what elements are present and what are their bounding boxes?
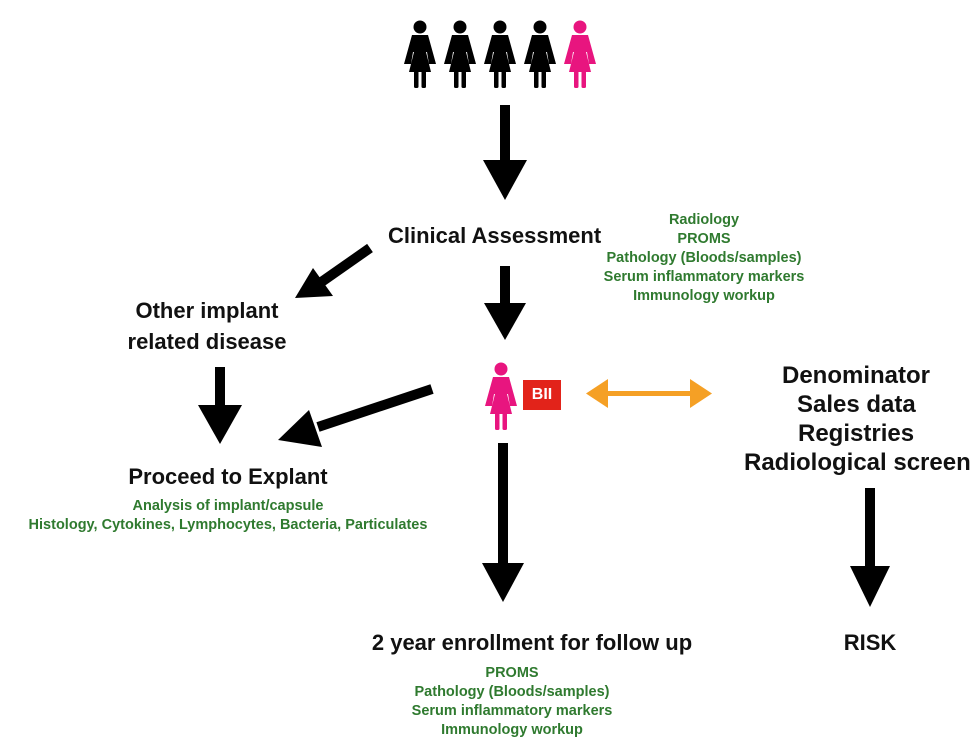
- woman-icon-highlighted: [564, 20, 596, 88]
- explant-label: Proceed to Explant: [128, 464, 328, 489]
- woman-icon: [404, 20, 436, 88]
- enrollment-item: Serum inflammatory markers: [411, 703, 613, 719]
- assessment-item: Radiology: [668, 212, 740, 228]
- explant-analysis-item: Histology, Cytokines, Lymphocytes, Bacte…: [28, 517, 428, 533]
- woman-icon: [524, 20, 556, 88]
- clinical-assessment-label: Clinical Assessment: [388, 223, 602, 248]
- enrollment-label: 2 year enrollment for follow up: [371, 630, 693, 655]
- sales-data-label: Sales data: [797, 391, 916, 418]
- denominator-label: Denominator: [782, 362, 931, 389]
- registries-label: Registries: [798, 420, 915, 447]
- enrollment-item: PROMS: [485, 665, 539, 681]
- radiological-screen-label: Radiological screen: [744, 449, 971, 476]
- enrollment-item: Pathology (Bloods/samples): [414, 684, 610, 700]
- other-implant-line2: related disease: [127, 329, 287, 354]
- population-figures: [404, 20, 596, 88]
- double-arrow-patient-denominator: [586, 379, 712, 408]
- arrow-patient-to-explant: [316, 384, 434, 432]
- risk-label: RISK: [843, 630, 897, 655]
- arrowhead-patient-to-explant: [278, 410, 322, 447]
- bii-patient-woman-icon: [485, 362, 517, 430]
- assessment-item: Pathology (Bloods/samples): [606, 250, 802, 266]
- enrollment-item: Immunology workup: [441, 722, 583, 738]
- other-implant-line1: Other implant: [135, 298, 279, 323]
- woman-icon: [444, 20, 476, 88]
- arrowhead-other-to-explant: [198, 405, 242, 444]
- arrowhead-assessment-to-other: [295, 268, 333, 298]
- bii-badge: BII: [523, 380, 561, 410]
- woman-icon: [484, 20, 516, 88]
- assessment-item: PROMS: [677, 231, 731, 247]
- arrowhead-denominator-to-risk: [850, 566, 890, 607]
- assessment-item: Immunology workup: [633, 288, 775, 304]
- assessment-item: Serum inflammatory markers: [603, 269, 805, 285]
- arrows: [198, 105, 890, 607]
- explant-analysis-item: Analysis of implant/capsule: [132, 498, 324, 514]
- arrowhead-population-to-assessment: [483, 160, 527, 200]
- woman-icon: [485, 362, 517, 430]
- arrowhead-patient-to-enrollment: [482, 563, 524, 602]
- arrowhead-assessment-to-patient: [484, 303, 526, 340]
- arrow-assessment-to-other: [317, 243, 373, 288]
